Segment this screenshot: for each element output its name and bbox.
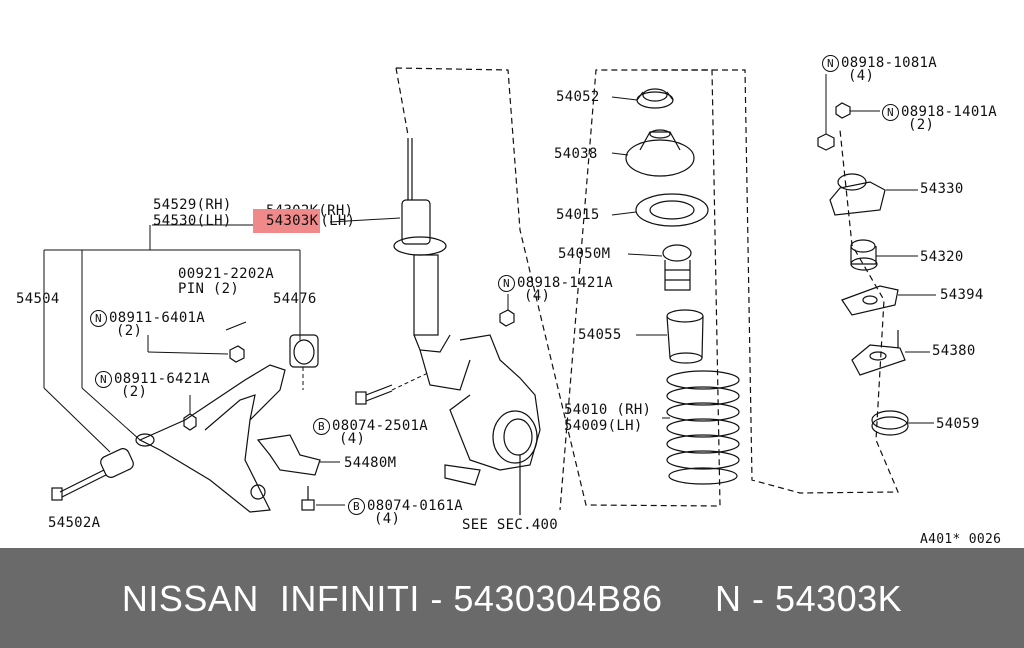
qty-08918-1421a: (4) <box>524 288 551 304</box>
label-54476: 54476 <box>273 291 317 307</box>
nut-mark-icon: N <box>90 310 107 327</box>
label-54038: 54038 <box>554 146 598 162</box>
plate-54394 <box>841 285 899 316</box>
nut-mark-icon: N <box>95 371 112 388</box>
strut-group-outline <box>395 67 721 511</box>
label-54502a: 54502A <box>48 515 101 531</box>
bolt-2501a-drawing <box>355 384 393 405</box>
bushing-bolt-drawing <box>51 448 134 501</box>
shock-absorber-drawing <box>393 138 471 391</box>
steering-knuckle-drawing <box>444 334 541 515</box>
boot-54055 <box>666 309 704 364</box>
qty-08074-2501a: (4) <box>339 431 366 447</box>
footer-part-number: NISSAN INFINITI - 5430304B86 N - 54303K <box>121 578 903 619</box>
leader-lines <box>43 74 936 506</box>
label-54303k-side: (LH) <box>320 213 356 229</box>
mount-group-outline <box>652 69 899 494</box>
cotter-pin-drawing <box>225 321 247 331</box>
label-54303k-highlighted: 54303K <box>253 209 321 233</box>
qty-08911-6421a: (2) <box>121 384 148 400</box>
label-54009: 54009(LH) <box>564 418 643 434</box>
dust-cover-54038 <box>625 129 695 177</box>
nut-mark-icon: N <box>822 55 839 72</box>
label-00921-2202a: 00921-2202A <box>178 266 275 282</box>
coil-spring-54010 <box>666 370 740 485</box>
figure-code: A401* 0026 <box>920 532 1002 547</box>
nut-mark-icon: N <box>498 275 515 292</box>
strut-mount-54330 <box>829 173 886 216</box>
nut-1081a-drawing <box>817 133 835 151</box>
label-54480m: 54480M <box>344 455 397 471</box>
diagram-drawing <box>43 67 936 515</box>
qty-08911-6401a: (2) <box>116 323 143 339</box>
label-54504: 54504 <box>16 291 60 307</box>
bound-bumper-54050m <box>662 244 692 291</box>
bracket-drawing <box>256 434 321 476</box>
bump-cap-54052 <box>636 88 674 109</box>
label-54320: 54320 <box>920 249 964 265</box>
qty-08918-1081a: (4) <box>848 68 875 84</box>
label-54529: 54529(RH) <box>153 197 232 213</box>
label-54394: 54394 <box>940 287 984 303</box>
label-pin: PIN (2) <box>178 281 240 297</box>
mount-base-54380 <box>851 330 906 376</box>
footer-bar: NISSAN INFINITI - 5430304B86 N - 54303K <box>0 548 1024 648</box>
nut-6401a-drawing <box>229 345 245 363</box>
nut-1401a-drawing <box>835 102 851 119</box>
bolt-mark-icon: B <box>348 498 365 515</box>
bolt-0161a-drawing <box>301 486 315 511</box>
label-54010: 54010 (RH) <box>564 402 652 418</box>
bushing-54320 <box>850 239 878 271</box>
label-54055: 54055 <box>578 327 622 343</box>
qty-08074-0161a: (4) <box>374 511 401 527</box>
insulator-54059 <box>871 410 909 436</box>
label-54380: 54380 <box>932 343 976 359</box>
nut-mark-icon: N <box>882 104 899 121</box>
label-54330: 54330 <box>920 181 964 197</box>
spring-seat-54015 <box>635 193 709 227</box>
nut-1421a-drawing <box>499 309 515 327</box>
label-54015: 54015 <box>556 207 600 223</box>
label-54303k-highlight-row: 54303K(LH) <box>253 209 356 233</box>
bolt-mark-icon: B <box>313 418 330 435</box>
label-54052: 54052 <box>556 89 600 105</box>
label-see-sec-400: SEE SEC.400 <box>462 517 559 533</box>
lower-control-arm-drawing <box>135 334 319 513</box>
label-54050m: 54050M <box>558 246 611 262</box>
label-54530: 54530(LH) <box>153 213 232 229</box>
qty-08918-1401a: (2) <box>908 117 935 133</box>
label-54059: 54059 <box>936 416 980 432</box>
parts-diagram: 54529(RH) 54530(LH) 54302K(RH) 54303K(LH… <box>16 55 1002 547</box>
